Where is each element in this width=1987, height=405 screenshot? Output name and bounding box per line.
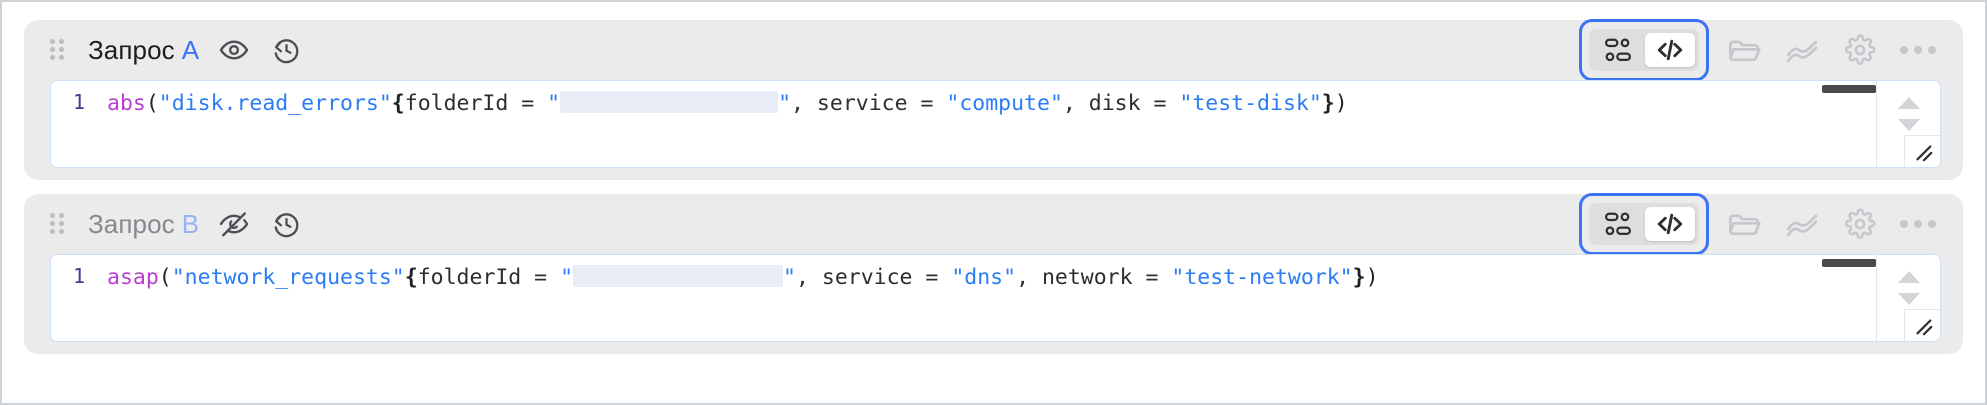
code-content[interactable]: abs("disk.read_errors"{folderId = "", se… — [107, 81, 1876, 167]
code-token: } — [1321, 91, 1335, 116]
eye-off-icon[interactable] — [217, 207, 251, 241]
folder-icon[interactable] — [1721, 204, 1767, 244]
code-token: abs — [107, 91, 146, 116]
code-token: ) — [1334, 91, 1348, 116]
code-token: { — [404, 265, 418, 290]
code-token: "dns" — [951, 265, 1017, 290]
code-token: , network = — [1016, 265, 1172, 290]
resize-grip-icon[interactable] — [1904, 135, 1940, 167]
stepper-down-icon[interactable] — [1897, 293, 1920, 305]
code-token: ) — [1365, 265, 1379, 290]
more-icon[interactable] — [1895, 204, 1941, 244]
line-number-gutter: 1 — [51, 255, 107, 341]
eye-icon[interactable] — [217, 33, 251, 67]
code-token: folderId = — [417, 265, 561, 290]
view-mode-switch[interactable] — [1589, 29, 1699, 71]
gear-icon[interactable] — [1837, 204, 1883, 244]
code-token: , service = — [791, 91, 947, 116]
view-mode-focus-ring — [1579, 19, 1709, 81]
line-stepper[interactable] — [1897, 97, 1920, 131]
view-mode-blocks-view[interactable] — [1593, 207, 1643, 241]
code-token: "test-disk" — [1179, 91, 1322, 116]
view-mode-switch[interactable] — [1589, 203, 1699, 245]
code-token: , service = — [795, 265, 952, 290]
code-token: " — [783, 265, 796, 290]
editor-side-rail — [1876, 81, 1940, 167]
redacted-folder-id — [573, 265, 784, 287]
horizontal-scrollbar-thumb[interactable] — [1822, 259, 1876, 267]
panel-title-text: Запрос — [88, 208, 175, 239]
drag-handle-icon[interactable] — [50, 213, 66, 235]
stepper-up-icon[interactable] — [1897, 271, 1920, 283]
code-token: "disk.read_errors" — [158, 91, 392, 116]
view-mode-code-view[interactable] — [1645, 207, 1695, 241]
code-token: folderId = — [404, 91, 548, 116]
panel-letter: B — [181, 208, 200, 239]
chart-icon[interactable] — [1779, 30, 1825, 70]
line-stepper[interactable] — [1897, 271, 1920, 305]
line-number: 1 — [72, 90, 86, 114]
stepper-down-icon[interactable] — [1897, 119, 1920, 131]
stepper-up-icon[interactable] — [1897, 97, 1920, 109]
folder-icon[interactable] — [1721, 30, 1767, 70]
view-mode-code-view[interactable] — [1645, 33, 1695, 67]
history-icon[interactable] — [269, 33, 303, 67]
code-token: asap — [107, 265, 159, 290]
code-token: "test-network" — [1171, 265, 1353, 290]
history-icon[interactable] — [269, 207, 303, 241]
editor-side-rail — [1876, 255, 1940, 341]
redacted-folder-id — [560, 91, 779, 113]
line-number-gutter: 1 — [51, 81, 107, 167]
more-icon[interactable] — [1895, 30, 1941, 70]
code-token: { — [391, 91, 405, 116]
code-token: ( — [158, 265, 172, 290]
code-token: "network_requests" — [171, 265, 405, 290]
horizontal-scrollbar-thumb[interactable] — [1822, 85, 1876, 93]
code-token: "compute" — [946, 91, 1063, 116]
code-token: " — [778, 91, 792, 116]
chart-icon[interactable] — [1779, 204, 1825, 244]
view-mode-focus-ring — [1579, 193, 1709, 255]
drag-handle-icon[interactable] — [50, 39, 66, 61]
code-token: } — [1352, 265, 1366, 290]
gear-icon[interactable] — [1837, 30, 1883, 70]
code-token: ( — [145, 91, 159, 116]
panel-title-text: Запрос — [88, 34, 175, 65]
panel-letter: A — [181, 34, 200, 65]
resize-grip-icon[interactable] — [1904, 309, 1940, 341]
code-token: , disk = — [1062, 91, 1180, 116]
line-number: 1 — [72, 264, 86, 288]
code-content[interactable]: asap("network_requests"{folderId = "", s… — [107, 255, 1876, 341]
view-mode-blocks-view[interactable] — [1593, 33, 1643, 67]
code-token: " — [560, 265, 574, 290]
code-token: " — [547, 91, 561, 116]
